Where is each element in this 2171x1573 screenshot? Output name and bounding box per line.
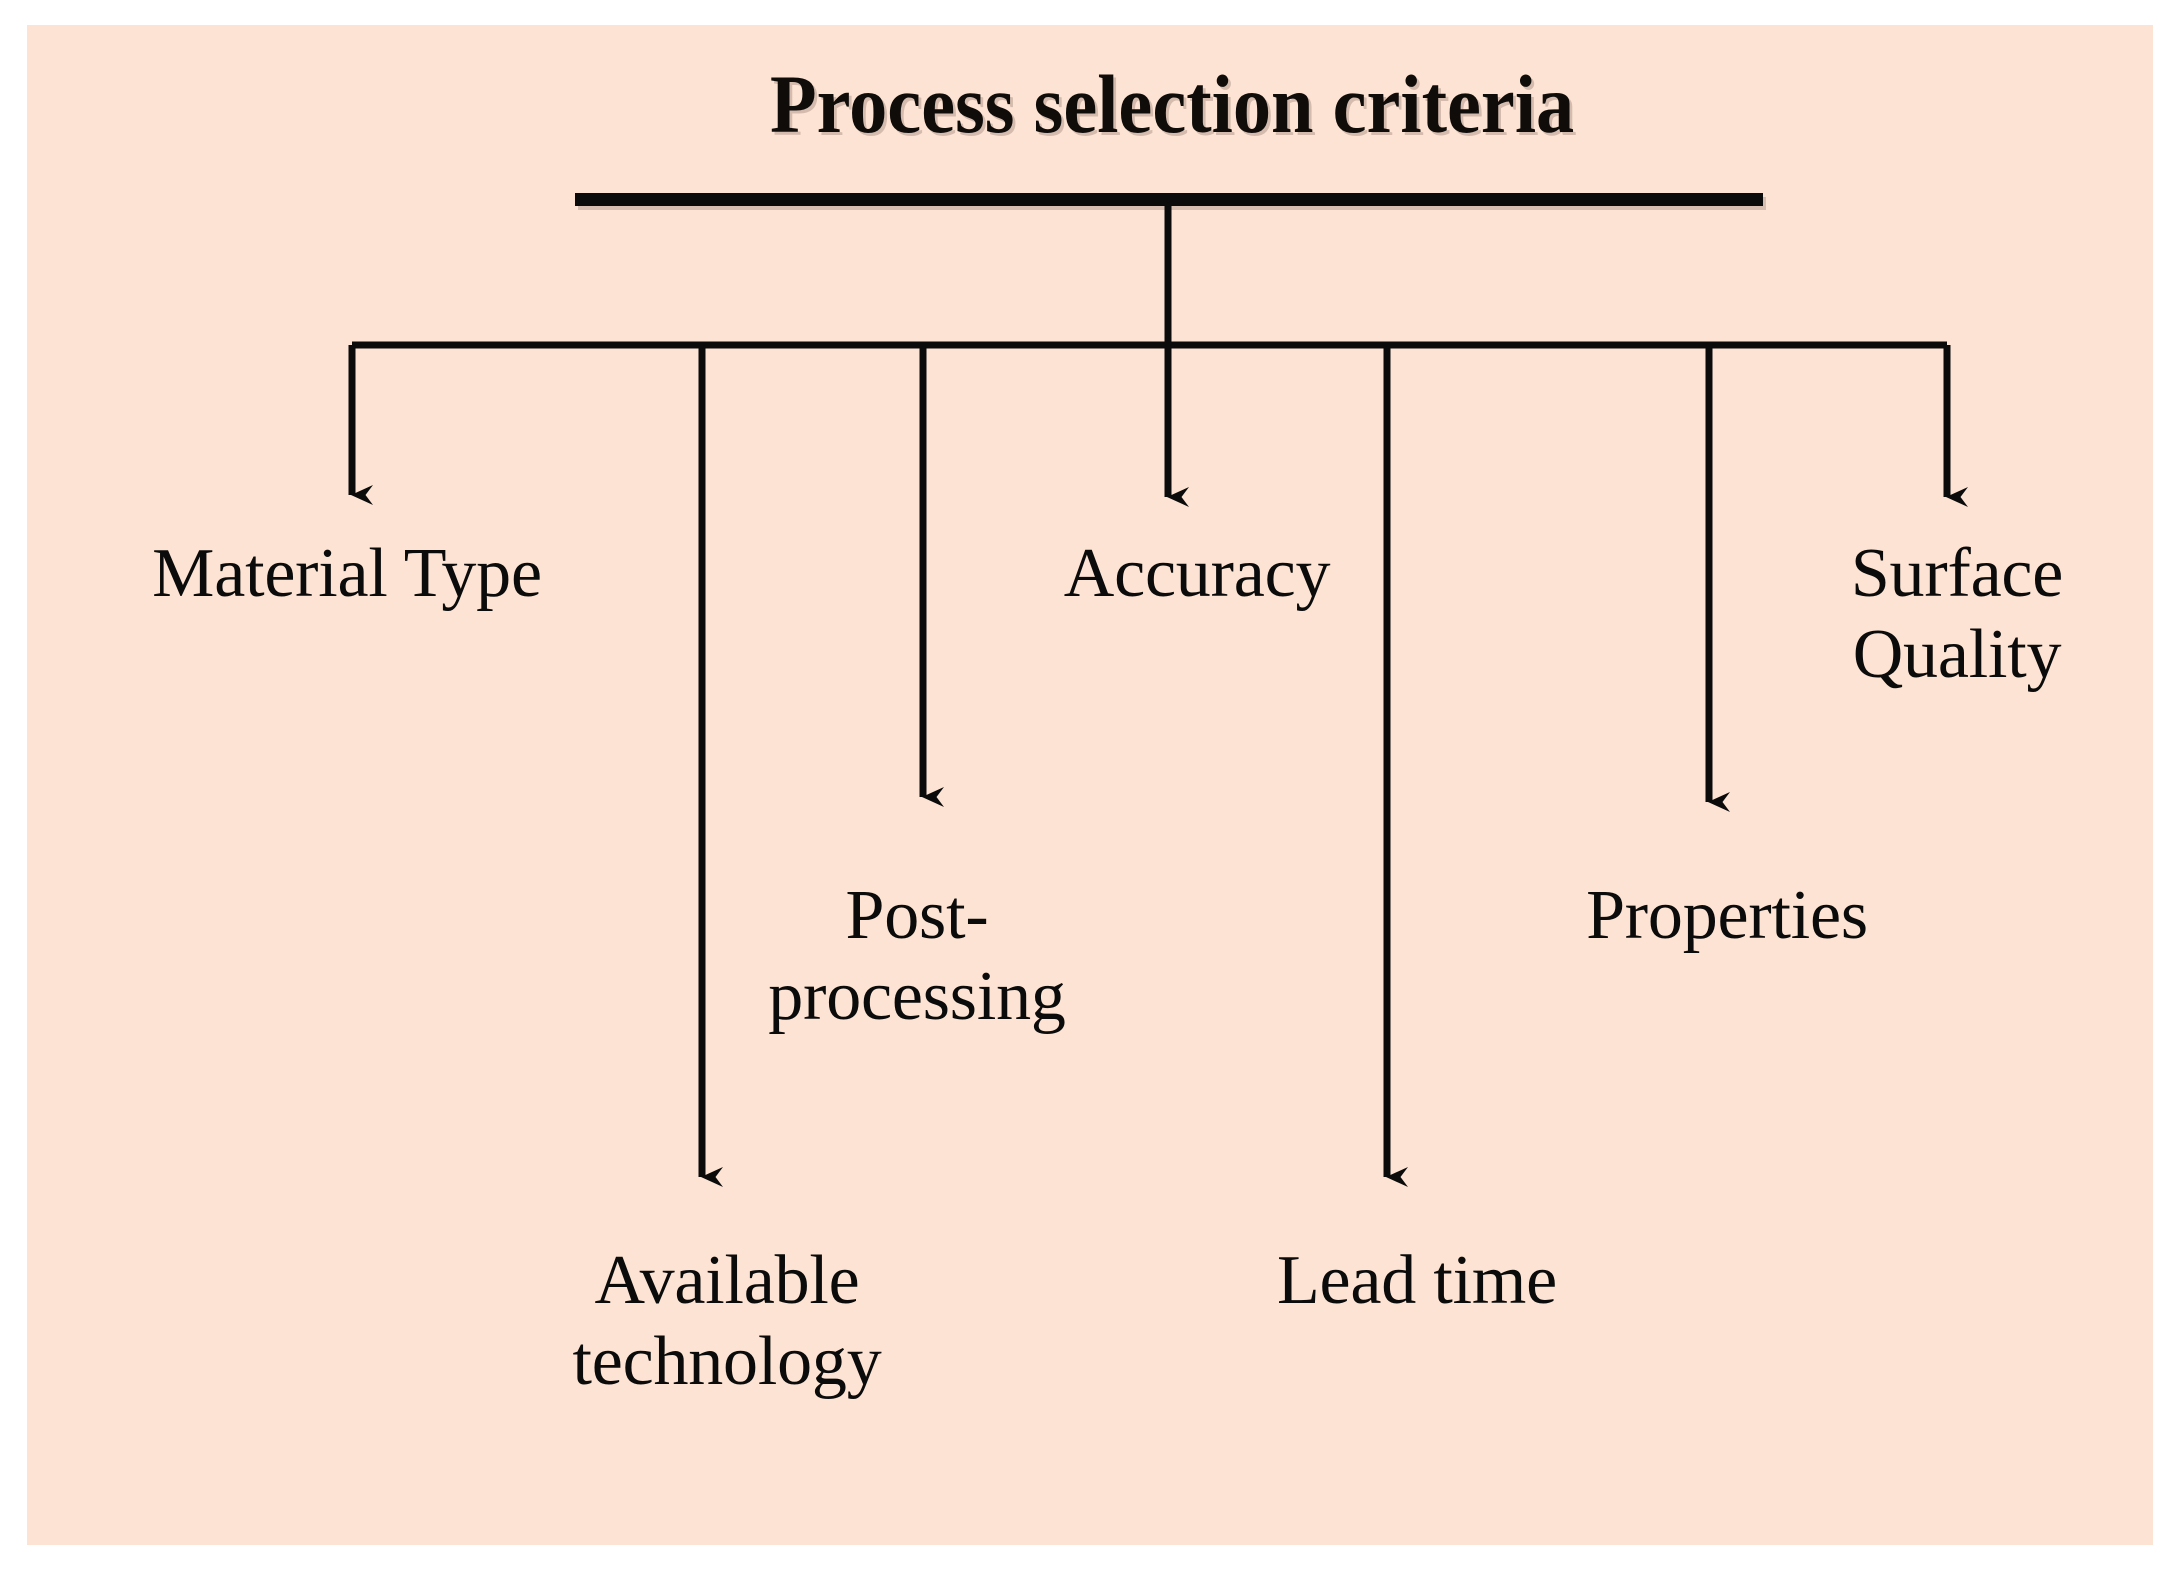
node-properties: Properties — [1586, 877, 1868, 954]
node-available-technology: Available technology — [572, 1242, 882, 1401]
node-lead-time: Lead time — [1276, 1242, 1557, 1319]
node-material-type: Material Type — [152, 535, 542, 612]
page-title: Process selection criteria — [769, 58, 1575, 150]
diagram-title: Process selection criteria — [547, 63, 1797, 146]
connector-lines — [348, 206, 1968, 1187]
title-underline — [575, 193, 1763, 206]
node-accuracy: Accuracy — [1063, 535, 1331, 612]
node-surface-quality: Surface Quality — [1850, 535, 2064, 694]
node-post-processing: Post- processing — [768, 877, 1066, 1036]
diagram-panel: Process selection criteria — [27, 25, 2153, 1545]
